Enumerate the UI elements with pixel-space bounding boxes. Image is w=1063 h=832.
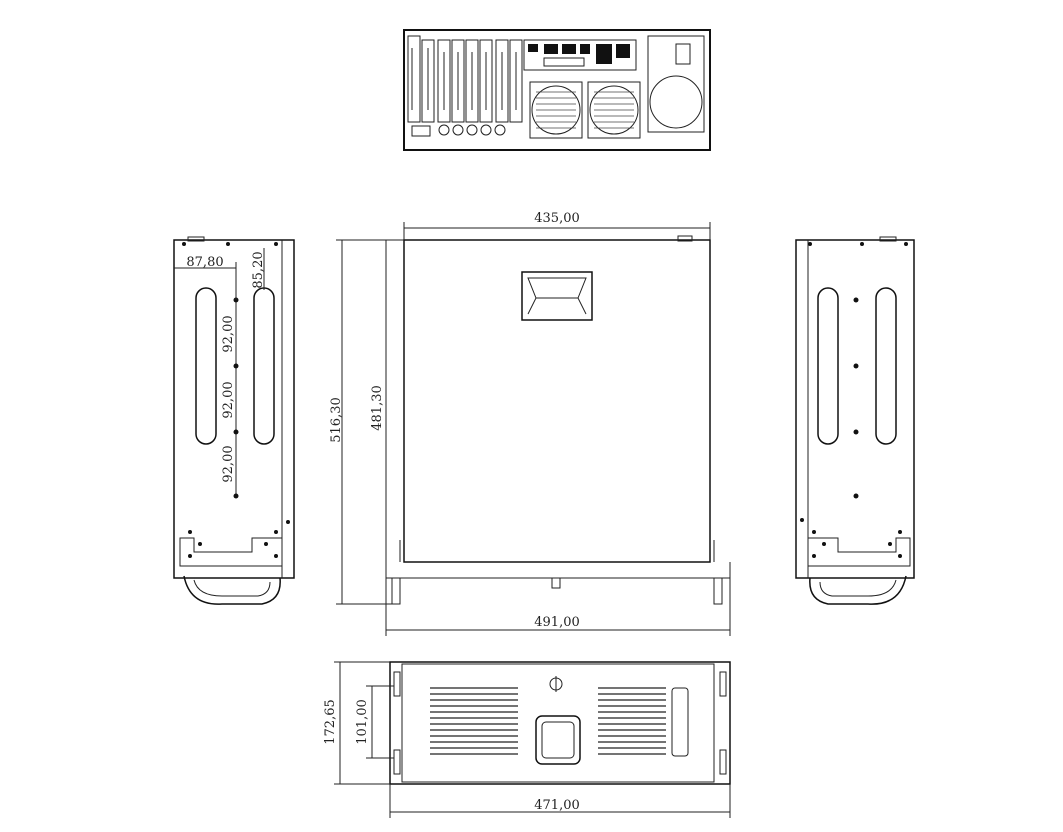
io-panel bbox=[523, 39, 637, 71]
rear-view bbox=[403, 29, 711, 151]
dim-hole-pitch-3: 92,00 bbox=[221, 445, 236, 482]
front-vents-right bbox=[598, 687, 666, 755]
front-vents-left bbox=[430, 687, 518, 755]
left-slot-a bbox=[195, 287, 217, 445]
dim-side-offset-2: 85,20 bbox=[251, 251, 266, 288]
left-side-panel bbox=[173, 239, 295, 579]
dim-front-height: 172,65 bbox=[323, 699, 338, 745]
dim-hole-pitch-2: 92,00 bbox=[221, 381, 236, 418]
left-handle bbox=[179, 242, 290, 605]
top-cover bbox=[403, 239, 711, 563]
right-handle bbox=[800, 242, 911, 605]
rear-connectors bbox=[411, 124, 506, 137]
dim-front-width: 471,00 bbox=[534, 798, 580, 813]
right-side-panel bbox=[795, 239, 915, 579]
front-door-panel bbox=[535, 715, 581, 765]
right-rack-ear bbox=[713, 577, 723, 605]
rear-fans bbox=[529, 81, 641, 139]
left-rack-ear bbox=[391, 577, 401, 605]
cover-handle-cutout bbox=[521, 271, 593, 321]
top-view bbox=[336, 222, 731, 636]
right-side-view bbox=[795, 236, 915, 605]
right-slot-a bbox=[817, 287, 839, 445]
power-supply bbox=[647, 35, 705, 133]
front-drive-bay bbox=[671, 687, 689, 757]
rear-panel-outline bbox=[403, 29, 711, 151]
left-hole-chain bbox=[233, 297, 239, 499]
dim-front-inner-height: 101,00 bbox=[355, 699, 370, 745]
dim-overall-depth: 516,30 bbox=[329, 397, 344, 443]
dim-side-offset-1: 87,80 bbox=[186, 255, 223, 270]
dim-hole-pitch-1: 92,00 bbox=[221, 315, 236, 352]
left-slot-b bbox=[253, 287, 275, 445]
right-slot-b bbox=[875, 287, 897, 445]
dimension-labels: 435,00 87,80 85,20 92,00 92,00 92,00 516… bbox=[186, 211, 579, 813]
front-bezel-outline bbox=[389, 661, 731, 785]
dim-overall-width: 491,00 bbox=[534, 615, 580, 630]
front-view bbox=[334, 661, 731, 818]
expansion-slots bbox=[407, 35, 523, 123]
left-side-view bbox=[173, 236, 295, 605]
dim-body-depth: 481,30 bbox=[370, 385, 385, 431]
dim-top-width: 435,00 bbox=[534, 211, 580, 226]
